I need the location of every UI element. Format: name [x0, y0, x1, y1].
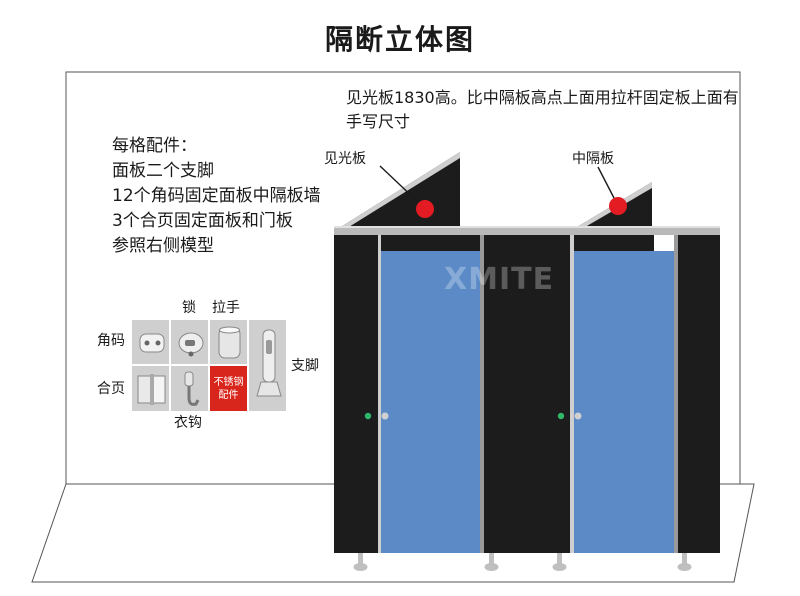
handle-label: 拉手 [212, 300, 240, 316]
stainless-accessories-cell: 不锈钢 配件 [209, 365, 248, 412]
pilaster-2 [574, 235, 654, 251]
accessories-notes: 每格配件： 面板二个支脚 12个角码固定面板中隔板墙 3个合页固定面板和门板 参… [112, 134, 321, 259]
side-panel-right [678, 235, 720, 553]
lock-icon [178, 332, 204, 357]
middle-panel [484, 235, 570, 553]
top-note: 见光板1830高。比中隔板高点上面用拉杆固定板上面有手写尺寸 [346, 88, 739, 131]
door-2 [574, 251, 674, 553]
leader-line-1 [379, 165, 419, 203]
coat-hook-icon [184, 371, 200, 406]
light-panel-top-1-edge [336, 152, 460, 230]
marker-dot-2 [609, 197, 627, 215]
hinge-cell [131, 365, 170, 412]
side-panel-left [334, 235, 378, 553]
head-rail [334, 226, 720, 235]
handle-icon [218, 326, 241, 359]
lock-cell [170, 319, 209, 365]
support-legs [353, 553, 692, 571]
corner-code-icon [139, 333, 165, 353]
stainless-label-line1: 不锈钢 [213, 376, 244, 388]
leader-line-2 [597, 166, 615, 199]
door-2-indicator [557, 412, 565, 420]
hinge-icon [137, 374, 166, 405]
light-panel-label: 见光板 [324, 151, 366, 167]
support-leg-icon [256, 329, 282, 397]
note-line: 3个合页固定面板和门板 [112, 211, 293, 231]
coat-hook-cell [170, 365, 209, 412]
note-line: 面板二个支脚 [112, 161, 214, 181]
door-1 [381, 251, 480, 553]
corner-code-label: 角码 [97, 333, 125, 349]
support-leg-label: 支脚 [291, 358, 319, 374]
lock-label: 锁 [182, 300, 196, 316]
stainless-label-line2: 配件 [218, 389, 239, 401]
corner-code-cell [131, 319, 170, 365]
handle-cell [209, 319, 248, 365]
brand-watermark: XMITE [444, 262, 555, 297]
page-title: 隔断立体图 [324, 23, 475, 56]
marker-dot-1 [416, 200, 434, 218]
hinge-label: 合页 [97, 381, 125, 397]
pilaster-1 [378, 235, 480, 251]
hardware-grid: 不锈钢 配件 [131, 319, 287, 412]
door-2-knob [574, 412, 582, 420]
door-1-knob [381, 412, 389, 420]
support-leg-cell [248, 319, 287, 412]
middle-panel-label: 中隔板 [572, 151, 614, 167]
coat-hook-label: 衣钩 [174, 415, 202, 431]
door-1-indicator [364, 412, 372, 420]
note-line: 参照右侧模型 [112, 236, 214, 256]
note-line: 12个角码固定面板中隔板墙 [112, 186, 321, 206]
note-line: 每格配件： [112, 136, 197, 156]
